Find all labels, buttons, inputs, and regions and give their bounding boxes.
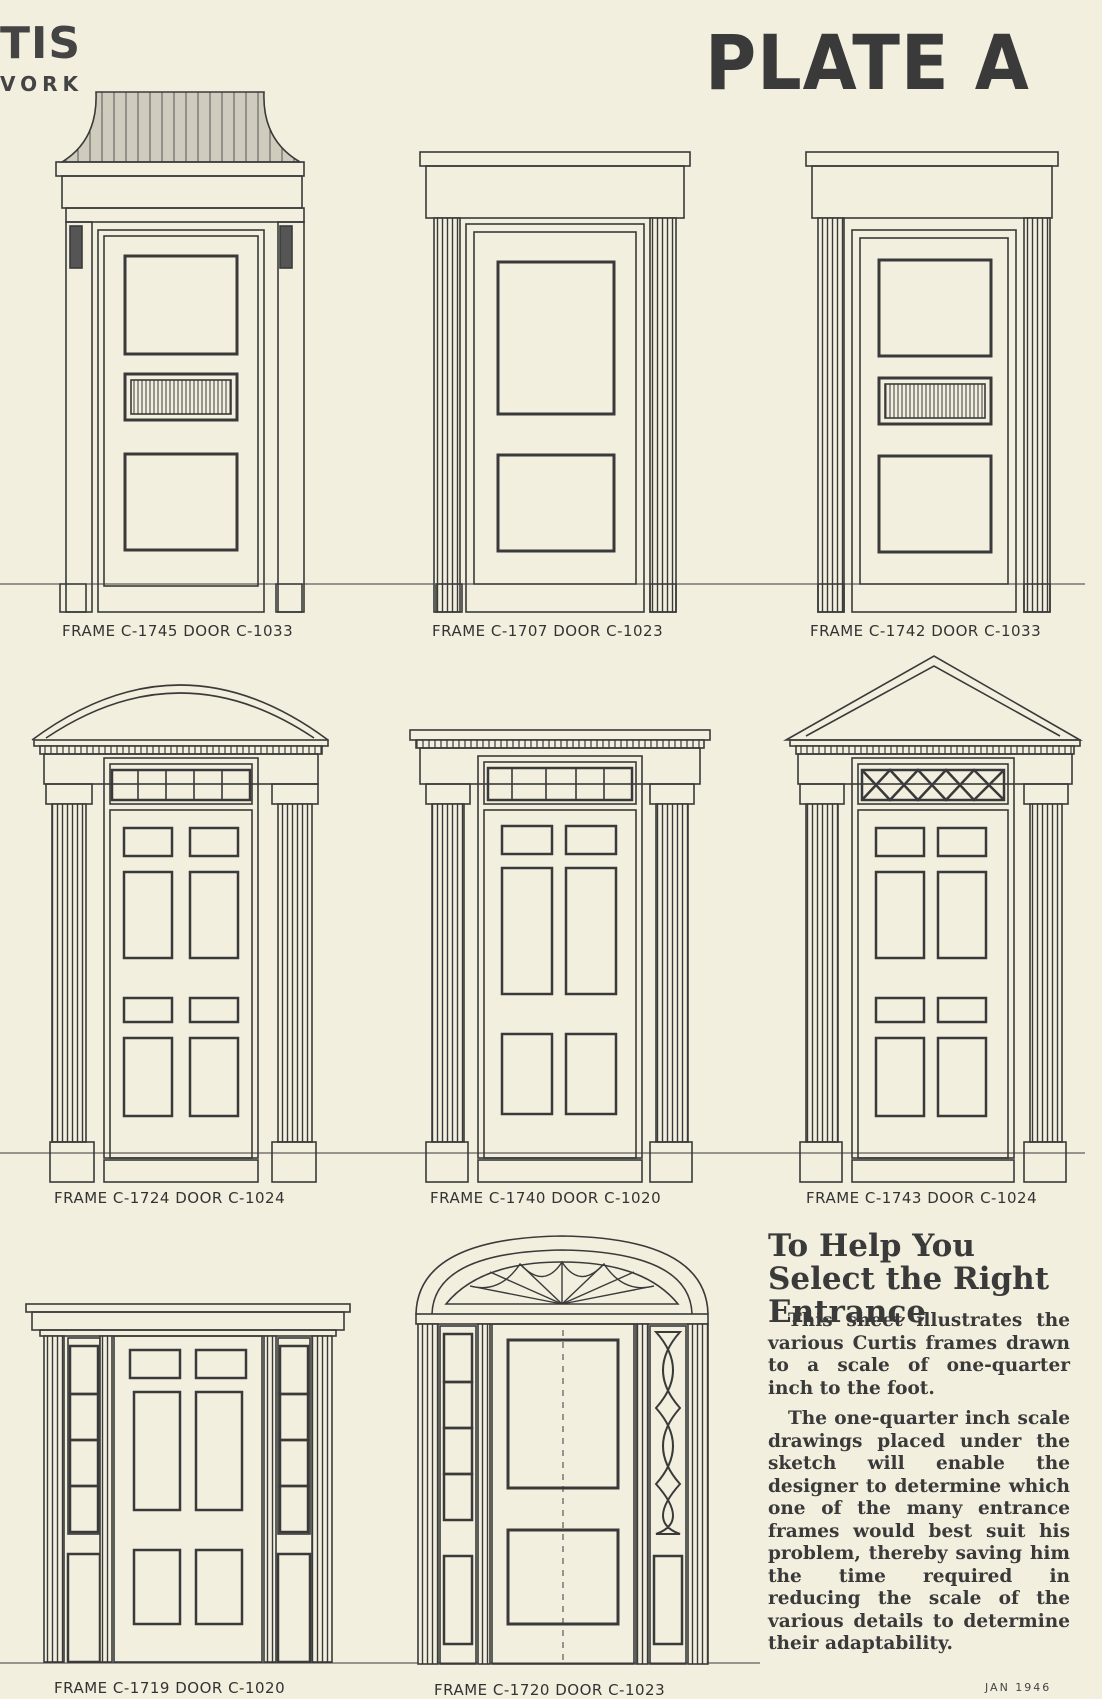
caption-frame-c1707: FRAME C-1707 DOOR C-1023 [432, 622, 664, 640]
caption-frame-c1724: FRAME C-1724 DOOR C-1024 [54, 1189, 286, 1207]
caption-frame-c1719: FRAME C-1719 DOOR C-1020 [54, 1679, 286, 1697]
help-body: This sheet illustrates the various Curti… [768, 1310, 1070, 1664]
help-paragraph: This sheet illustrates the various Curti… [768, 1310, 1070, 1399]
help-paragraph: The one-quarter inch scale drawings plac… [768, 1408, 1070, 1654]
curtis-logo: TIS VORK [0, 18, 84, 97]
frame-c1720-drawing [415, 1235, 709, 1665]
caption-frame-c1743: FRAME C-1743 DOOR C-1024 [806, 1189, 1038, 1207]
frame-c1740-drawing [409, 729, 711, 1183]
caption-frame-c1745: FRAME C-1745 DOOR C-1033 [62, 622, 294, 640]
frame-c1724-drawing [31, 684, 329, 1183]
frame-c1719-drawing [25, 1303, 351, 1664]
logo-wordmark: TIS [0, 18, 82, 69]
caption-frame-c1740: FRAME C-1740 DOOR C-1020 [430, 1189, 662, 1207]
caption-frame-c1742: FRAME C-1742 DOOR C-1033 [810, 622, 1042, 640]
frame-c1745-drawing [55, 91, 305, 613]
help-heading: To Help You Select the Right Entrance [768, 1228, 1050, 1330]
frame-c1743-drawing [782, 655, 1083, 1183]
caption-frame-c1720: FRAME C-1720 DOOR C-1023 [434, 1681, 666, 1699]
logo-subtitle: VORK [0, 72, 84, 96]
frame-c1742-drawing [805, 151, 1059, 613]
plate-title: PLATE A [705, 18, 1030, 107]
date-stamp: JAN 1946 [985, 1681, 1052, 1694]
frame-c1707-drawing [419, 151, 691, 613]
